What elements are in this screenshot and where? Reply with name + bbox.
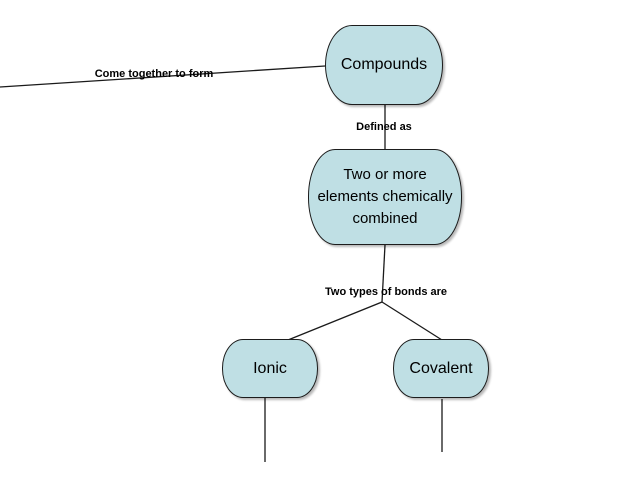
edge-line-to-ionic xyxy=(287,301,383,341)
edge-label-defined-as: Defined as xyxy=(356,121,412,133)
node-compounds: Compounds xyxy=(325,25,443,105)
node-definition: Two or more elements chemically combined xyxy=(308,149,462,245)
edge-label-two-types-of-bonds: Two types of bonds are xyxy=(324,286,448,298)
edge-line-bond-stem xyxy=(381,244,386,303)
node-ionic: Ionic xyxy=(222,339,318,398)
node-covalent-label: Covalent xyxy=(409,359,473,377)
edge-line-come-together xyxy=(0,65,326,88)
edge-label-come-together-to-form: Come together to form xyxy=(94,68,214,80)
edge-line-to-covalent xyxy=(381,301,443,341)
node-ionic-label: Ionic xyxy=(253,359,287,377)
node-definition-label: Two or more elements chemically combined xyxy=(317,166,453,227)
node-compounds-label: Compounds xyxy=(340,56,428,73)
node-covalent: Covalent xyxy=(393,339,489,398)
